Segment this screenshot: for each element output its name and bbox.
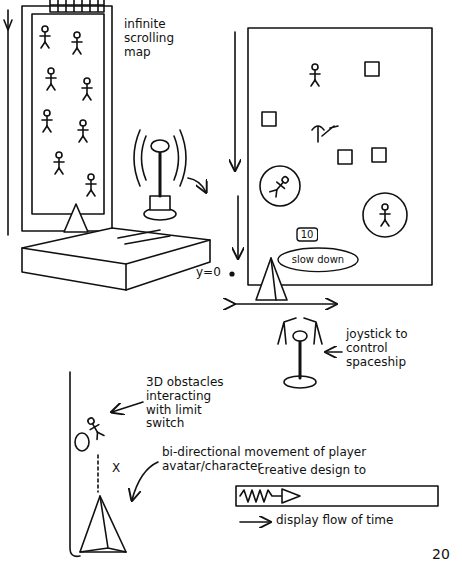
sketch-note: joystick to control spaceship bbox=[346, 328, 428, 369]
node-text: 10 bbox=[301, 229, 314, 240]
sketch-note: 3D obstacles interacting with limit swit… bbox=[146, 376, 238, 431]
node-text: slow down bbox=[292, 254, 344, 265]
sketch-note: display flow of time bbox=[276, 514, 396, 528]
sketch-note: X bbox=[112, 462, 128, 476]
sketch-note: 20 bbox=[432, 546, 458, 562]
sketch-note: creative design to bbox=[258, 464, 438, 478]
timer-box: 10 bbox=[296, 227, 319, 242]
sketch-note: y=0 bbox=[196, 266, 230, 280]
sketch-note: infinite scrolling map bbox=[124, 18, 202, 59]
oval-bubble: slow down bbox=[277, 247, 359, 273]
